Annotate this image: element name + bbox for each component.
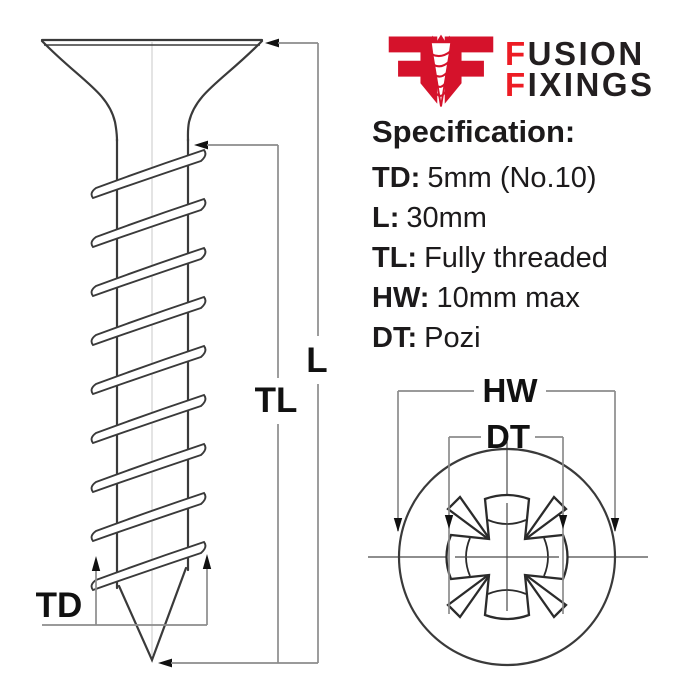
spec-label-l: L: (372, 202, 400, 234)
dimension-bottom-reference (158, 658, 318, 668)
pozi-wing-se (522, 572, 568, 619)
spec-label-dt: DT: (372, 322, 418, 354)
label-L: L (306, 341, 327, 380)
pozi-drive-recess (445, 493, 569, 621)
spec-value-tl: Fully threaded (424, 242, 608, 274)
pozi-wing-sw (446, 572, 492, 619)
label-TD: TD (36, 586, 83, 625)
arrowhead-down-icon (558, 515, 568, 529)
head-outline-circle (397, 447, 617, 667)
spec-row-l: L:30mm (372, 198, 697, 238)
spec-value-hw: 10mm max (436, 282, 580, 314)
spec-value-td: 5mm (No.10) (427, 162, 597, 194)
label-DT: DT (486, 418, 530, 455)
spec-label-tl: TL: (372, 242, 418, 274)
arrowhead-down-icon (393, 518, 403, 532)
logo-wordmark: FUSION FIXINGS (505, 35, 655, 103)
logo-emblem-icon (388, 34, 494, 107)
spec-label-hw: HW: (372, 282, 430, 314)
arrowhead-left-icon (265, 38, 279, 48)
pozi-wing-nw (446, 495, 492, 542)
brand-line-1: FUSION (505, 35, 645, 72)
screw-thread (90, 148, 207, 592)
label-TL: TL (255, 381, 298, 420)
dimension-head-width-HW: HW (393, 372, 620, 532)
arrowhead-up-icon (91, 556, 101, 571)
specification-panel: Specification: TD:5mm (No.10) L:30mm TL:… (372, 114, 697, 358)
specification-heading: Specification: (372, 114, 576, 149)
spec-row-hw: HW:10mm max (372, 278, 697, 318)
spec-label-td: TD: (372, 162, 421, 194)
screw-head-top-view: HW DT (368, 372, 648, 667)
spec-row-dt: DT:Pozi (372, 318, 697, 358)
dimension-length-L: L (265, 38, 328, 663)
brand-line-2: FIXINGS (505, 66, 655, 103)
dimension-drive-DT: DT (444, 418, 568, 614)
dimension-thread-diameter-TD: TD (36, 554, 212, 626)
fusion-fixings-logo: FUSION FIXINGS (385, 32, 655, 112)
arrowhead-left-icon (194, 140, 208, 150)
spec-row-td: TD:5mm (No.10) (372, 158, 697, 198)
label-HW: HW (483, 372, 539, 409)
arrowhead-down-icon (444, 515, 454, 529)
dimension-thread-length-TL: TL (194, 140, 298, 663)
pozi-wing-ne (522, 495, 568, 542)
spec-value-dt: Pozi (424, 322, 481, 354)
screw-side-view: L TL TD (36, 38, 328, 668)
arrowhead-down-icon (610, 518, 620, 532)
arrowhead-left-icon (158, 658, 172, 668)
spec-value-l: 30mm (406, 202, 487, 234)
screw-head (40, 38, 264, 143)
screw-point (117, 566, 188, 663)
arrowhead-up-icon (202, 554, 212, 569)
spec-row-tl: TL:Fully threaded (372, 238, 697, 278)
